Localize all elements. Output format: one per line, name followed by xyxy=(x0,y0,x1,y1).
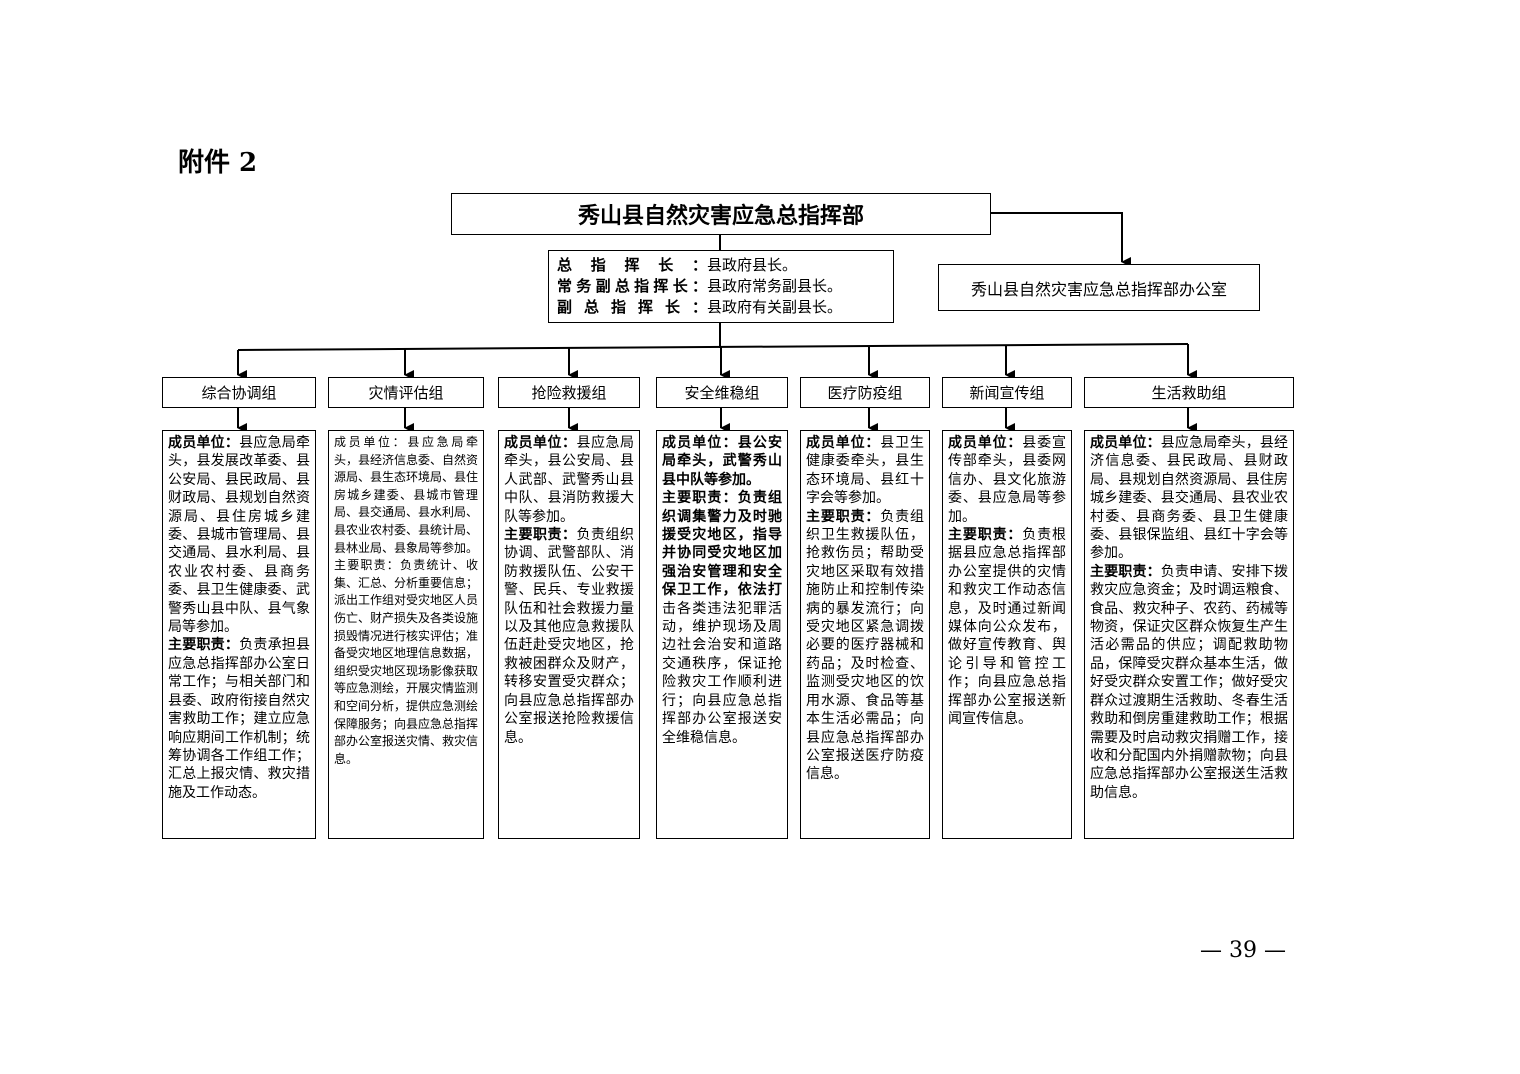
duties-text: 负责根据县应急总指挥部办公室提供的灾情和救灾工作动态信息，及时通过新闻媒体向公众… xyxy=(948,527,1067,728)
leader-role: 副总指挥长： xyxy=(557,298,707,316)
duties-text: 负责组织卫生救援队伍，抢救伤员；帮助受灾地区采取有效措施防止和控制传染病的暴发流… xyxy=(806,508,925,783)
page-number: — 39 — xyxy=(1200,938,1286,963)
group-desc-publicity: 成员单位：县委宣传部牵头，县委网信办、县文化旅游委、县应急局等参加。 主要职责：… xyxy=(942,430,1072,839)
members-label: 成员单位： xyxy=(504,435,577,451)
group-header-livelihood: 生活救助组 xyxy=(1084,377,1294,408)
leader-row: 副总指挥长：县政府有关副县长。 xyxy=(557,297,885,318)
leaders-box: 总指挥长：县政府县长。 常务副总指挥长：县政府常务副县长。 副总指挥长：县政府有… xyxy=(548,250,894,323)
leader-value: 县政府县长。 xyxy=(707,256,798,274)
duties-text: 负责申请、安排下拨救灾应急资金；及时调运粮食、食品、救灾种子、农药、药械等物资，… xyxy=(1090,563,1289,801)
group-header-assessment: 灾情评估组 xyxy=(328,377,484,408)
duties-label: 主要职责： xyxy=(662,490,738,507)
group-desc-medical: 成员单位：县卫生健康委牵头，县生态环境局、县红十字会等参加。 主要职责：负责组织… xyxy=(800,430,930,839)
members-text: 县应急局牵头，县发展改革委、县公安局、县民政局、县财政局、县规划自然资源局、县住… xyxy=(168,435,311,636)
office-box: 秀山县自然灾害应急总指挥部办公室 xyxy=(938,264,1260,311)
group-header-coordination: 综合协调组 xyxy=(162,377,316,408)
leader-value: 县政府有关副县长。 xyxy=(707,298,843,316)
group-header-medical: 医疗防疫组 xyxy=(800,377,930,408)
leader-value: 县政府常务副县长。 xyxy=(707,277,843,295)
duties-label: 主要职责： xyxy=(948,527,1023,544)
duties-bold-text: 负责组织调集警力及时驰援受灾地区，指导并协同受灾地区加强治安管理和安全保卫工作，… xyxy=(662,490,783,599)
members-label: 成员单位： xyxy=(334,435,408,449)
members-text: 县委宣传部牵头，县委网信办、县文化旅游委、县应急局等参加。 xyxy=(948,435,1067,525)
group-desc-rescue: 成员单位：县应急局牵头，县公安局、县人武部、武警秀山县中队、县消防救援大队等参加… xyxy=(498,430,640,839)
attachment-label: 附件 2 xyxy=(178,148,258,178)
group-desc-assessment: 成员单位：县应急局牵头，县经济信息委、自然资源局、县生态环境局、县住房城乡建委、… xyxy=(328,430,484,839)
office-connector xyxy=(991,212,1131,267)
leader-row: 总指挥长：县政府县长。 xyxy=(557,255,885,276)
duties-label: 主要职责： xyxy=(806,508,881,525)
duties-text: 负责承担县应急总指挥部办公室日常工作；与相关部门和县委、政府衔接自然灾害救助工作… xyxy=(168,637,311,801)
duties-text: 击各类违法犯罪活动，维护现场及周边社会治安和道路交通秩序，保证抢险救灾工作顺利进… xyxy=(662,600,782,746)
duties-label: 主要职责： xyxy=(1090,563,1161,580)
members-label: 成员单位： xyxy=(662,435,738,451)
members-text: 县应急局牵头，县经济信息委、县民政局、县财政局、县规划自然资源局、县住房城乡建委… xyxy=(1090,435,1289,562)
members-label: 成员单位： xyxy=(1090,435,1161,451)
group-desc-coordination: 成员单位：县应急局牵头，县发展改革委、县公安局、县民政局、县财政局、县规划自然资… xyxy=(162,430,316,839)
leader-row: 常务副总指挥长：县政府常务副县长。 xyxy=(557,276,885,297)
members-text: 县应急局牵头，县经济信息委、自然资源局、县生态环境局、县住房城乡建委、县城市管理… xyxy=(334,435,479,555)
group-header-rescue: 抢险救援组 xyxy=(498,377,640,408)
members-label: 成员单位： xyxy=(948,435,1023,451)
members-label: 成员单位： xyxy=(168,435,240,451)
duties-label: 主要职责： xyxy=(168,637,240,654)
group-desc-livelihood: 成员单位：县应急局牵头，县经济信息委、县民政局、县财政局、县规划自然资源局、县住… xyxy=(1084,430,1294,839)
group-desc-security: 成员单位：县公安局牵头，武警秀山县中队等参加。 主要职责：负责组织调集警力及时驰… xyxy=(656,430,788,839)
leader-role: 常务副总指挥长： xyxy=(557,277,707,295)
duties-label: 主要职责： xyxy=(504,527,577,544)
group-bus-line xyxy=(237,343,1189,351)
group-header-security: 安全维稳组 xyxy=(656,377,788,408)
group-header-publicity: 新闻宣传组 xyxy=(942,377,1072,408)
members-text: 县公安局牵头，武警秀山县中队等参加。 xyxy=(662,435,783,488)
duties-text: 负责组织协调、武警部队、消防救援队伍、公安干警、民兵、专业救援队伍和社会救援力量… xyxy=(504,527,634,746)
leader-role: 总指挥长： xyxy=(557,256,707,274)
duties-text: 负责统计、收集、汇总、分析重要信息；派出工作组对受灾地区人员伤亡、财产损失及各类… xyxy=(334,558,479,766)
members-text: 县应急局牵头，县公安局、县人武部、武警秀山县中队、县消防救援大队等参加。 xyxy=(504,435,634,525)
duties-label: 主要职责： xyxy=(334,558,400,573)
members-label: 成员单位： xyxy=(806,435,881,451)
members-text: 县卫生健康委牵头，县生态环境局、县红十字会等参加。 xyxy=(806,435,925,507)
command-title-box: 秀山县自然灾害应急总指挥部 xyxy=(451,193,991,235)
